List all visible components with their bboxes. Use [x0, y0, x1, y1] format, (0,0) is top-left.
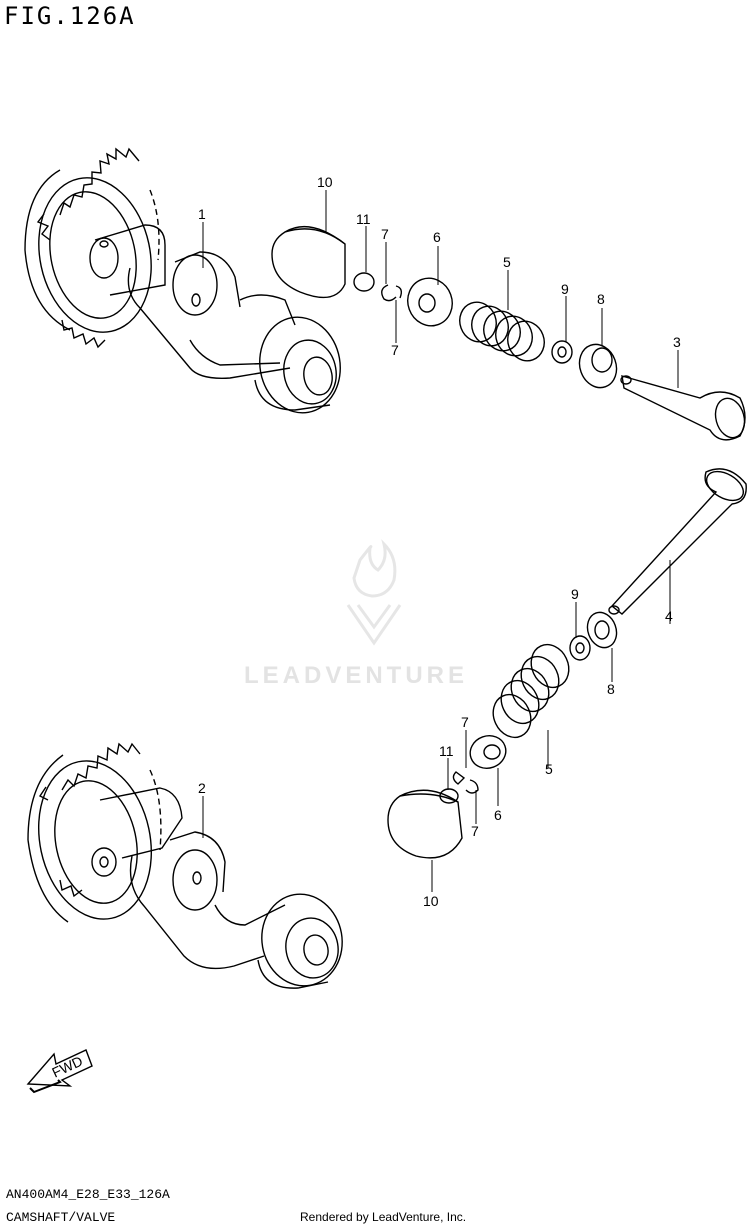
- stem-seal-9-upper: [551, 340, 573, 364]
- spring-seat-8-lower: [586, 611, 618, 649]
- callout-11-lower: 11: [439, 743, 454, 759]
- spring-seat-8-upper: [578, 343, 618, 389]
- callout-8-lower: 8: [607, 681, 615, 697]
- spring-5-lower: [492, 643, 570, 739]
- model-code: AN400AM4_E28_E33_126A: [6, 1187, 170, 1202]
- callout-9-lower: 9: [571, 586, 579, 602]
- callout-9-upper: 9: [561, 281, 569, 297]
- rendered-by-credit: Rendered by LeadVenture, Inc.: [300, 1210, 467, 1224]
- retainer-6-lower: [469, 735, 507, 769]
- camshaft-2: [27, 742, 343, 989]
- callout-7-lower-top: 7: [461, 714, 469, 730]
- callout-3: 3: [673, 334, 681, 350]
- stem-seal-9-lower: [569, 635, 591, 661]
- callout-10-lower: 10: [423, 893, 439, 909]
- fwd-arrow-icon: FWD: [26, 1049, 93, 1094]
- figure-title: FIG.126A: [4, 2, 136, 30]
- callout-6-lower: 6: [494, 807, 502, 823]
- callout-5-lower: 5: [545, 761, 553, 777]
- camshaft-1: [24, 147, 341, 414]
- tappet-10-upper: [271, 225, 346, 299]
- retainer-6-upper: [407, 277, 453, 327]
- callout-4: 4: [665, 608, 673, 624]
- callout-11-upper: 11: [356, 211, 371, 227]
- callout-7-upper-top: 7: [381, 226, 389, 242]
- valve-3: [620, 375, 746, 441]
- callout-6-upper: 6: [433, 229, 441, 245]
- shim-11-upper: [353, 272, 375, 292]
- leader-lines: [202, 190, 679, 892]
- callouts: 1 2 3 4 5 5 6 6 7 7 7 7 8 8 9 9 10 10 11…: [198, 174, 681, 909]
- cotter-7-lower: [452, 771, 479, 794]
- callout-5-upper: 5: [503, 254, 511, 270]
- cotter-7-upper: [381, 284, 403, 302]
- watermark-text: LEADVENTURE: [244, 662, 469, 689]
- figure-caption: CAMSHAFT/VALVE: [6, 1210, 116, 1225]
- callout-2: 2: [198, 780, 206, 796]
- valve-4: [608, 468, 747, 615]
- callout-10-upper: 10: [317, 174, 333, 190]
- spring-5-upper: [459, 301, 545, 362]
- leadventure-logo-icon: [346, 539, 402, 646]
- callout-1: 1: [198, 206, 206, 222]
- callout-8-upper: 8: [597, 291, 605, 307]
- tappet-10-lower: [387, 789, 463, 859]
- callout-7-lower-bottom: 7: [471, 823, 479, 839]
- callout-7-upper-bottom: 7: [391, 342, 399, 358]
